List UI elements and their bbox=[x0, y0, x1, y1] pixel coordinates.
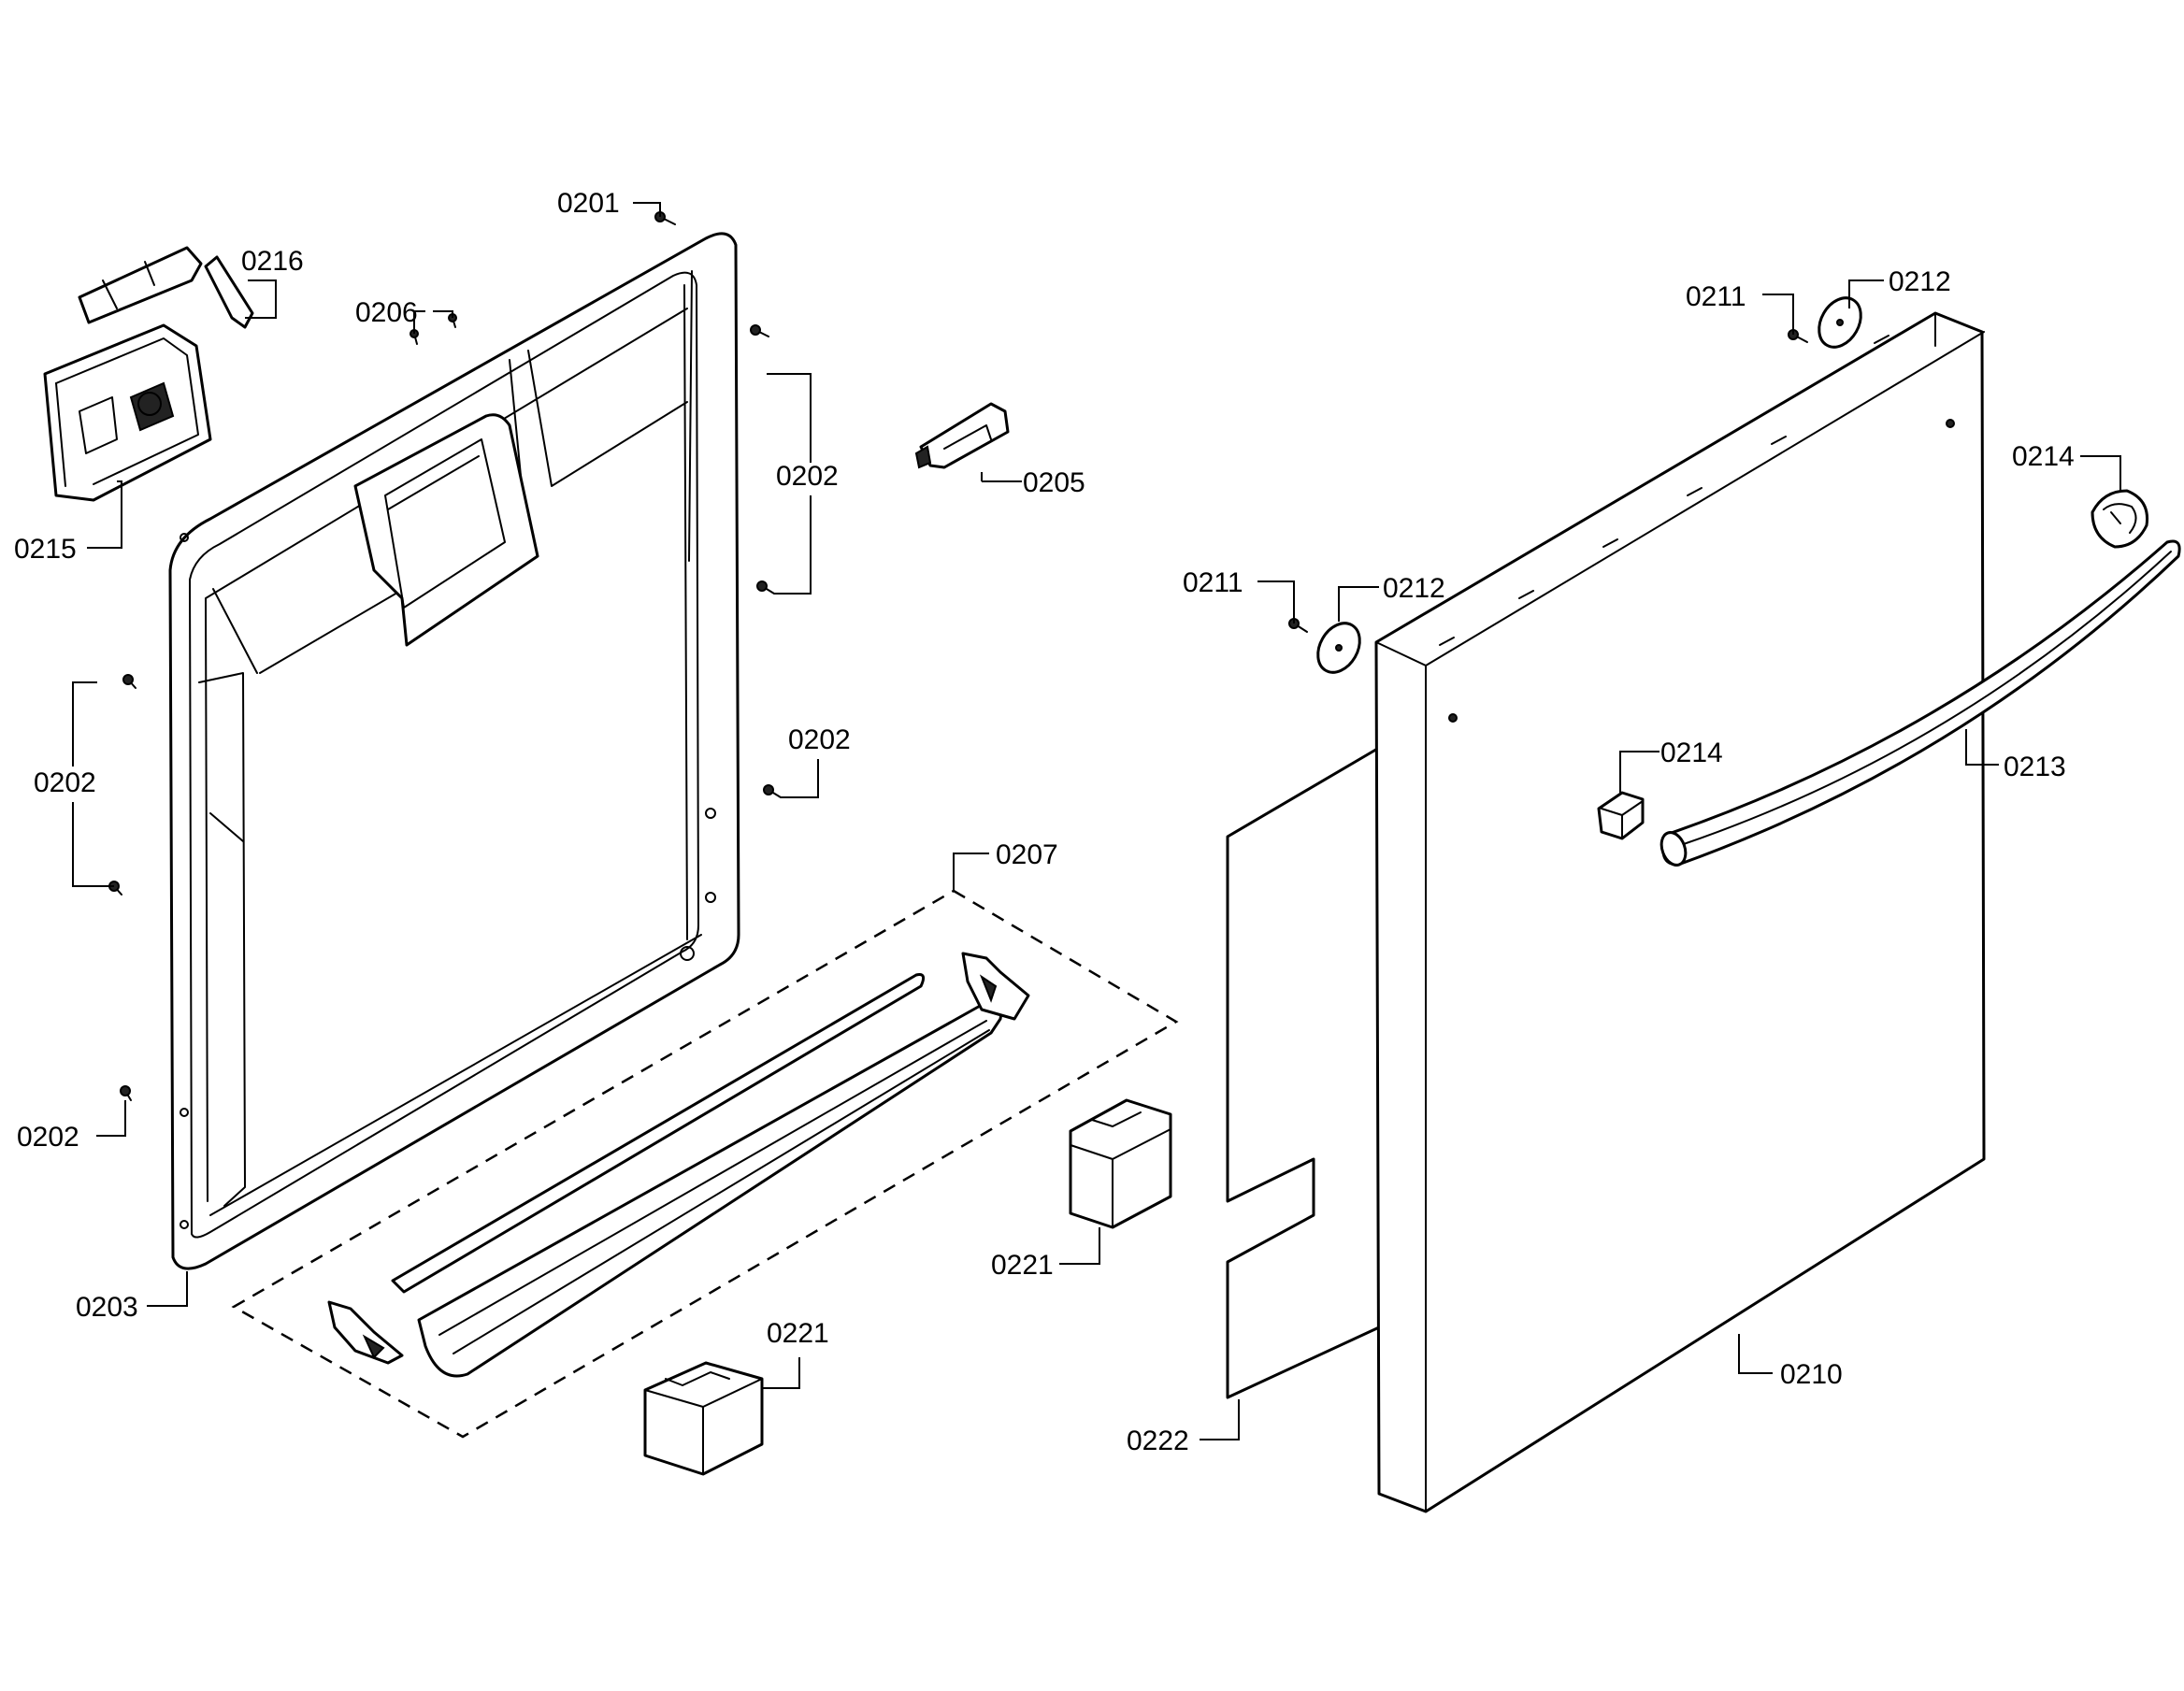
callout-0216: 0216 bbox=[241, 246, 304, 277]
callout-0202-right-top: 0202 bbox=[776, 461, 839, 492]
screw-0211-top bbox=[1788, 329, 1808, 343]
callout-0212-mid: 0212 bbox=[1383, 573, 1445, 604]
callout-0205: 0205 bbox=[1023, 467, 1085, 498]
callout-0211-mid: 0211 bbox=[1183, 567, 1243, 598]
screw-0206-b bbox=[448, 313, 457, 328]
spacer-block-bottom bbox=[643, 1361, 764, 1476]
latch-clip bbox=[914, 402, 1010, 469]
screw-0202-l3 bbox=[120, 1085, 132, 1101]
callout-0207: 0207 bbox=[996, 839, 1058, 870]
handle-end-cap-right bbox=[2091, 489, 2149, 549]
screw-0202-rm1 bbox=[756, 580, 775, 595]
callout-0202-bottom: 0202 bbox=[17, 1122, 79, 1153]
spacer-block-right bbox=[1069, 1098, 1172, 1229]
handle-end-cap-mid bbox=[1597, 791, 1645, 840]
callout-labels: 0201 0216 0206 0215 0202 0205 0202 0202 … bbox=[14, 188, 2075, 1456]
callout-0210: 0210 bbox=[1780, 1359, 1843, 1390]
screw-0202-rm2 bbox=[763, 784, 782, 798]
screw-0202-l2 bbox=[108, 881, 122, 896]
callout-0202-left: 0202 bbox=[34, 767, 96, 798]
hinge-kit bbox=[231, 889, 1179, 1439]
outer-door-panel bbox=[1374, 311, 1986, 1513]
inner-door-frame bbox=[168, 232, 740, 1270]
insulation-panel bbox=[1226, 746, 1381, 1399]
leader-lines bbox=[72, 202, 2121, 1440]
callout-0221-right: 0221 bbox=[991, 1250, 1054, 1281]
callout-0203: 0203 bbox=[76, 1292, 138, 1323]
door-handle-bar bbox=[1660, 539, 2181, 867]
screw-0201 bbox=[654, 211, 676, 225]
cap-0212-top bbox=[1818, 296, 1862, 349]
callout-0214-mid: 0214 bbox=[1660, 738, 1723, 768]
callout-0215: 0215 bbox=[14, 534, 77, 565]
callout-0202-right-mid: 0202 bbox=[788, 724, 851, 755]
dispenser-bracket bbox=[78, 246, 254, 329]
screw-0202-rt bbox=[750, 324, 769, 337]
callout-0211-top: 0211 bbox=[1686, 281, 1746, 312]
callout-0213: 0213 bbox=[2004, 752, 2066, 782]
callout-0214-right: 0214 bbox=[2012, 441, 2075, 472]
callout-0212-top: 0212 bbox=[1889, 266, 1951, 297]
cap-0212-mid bbox=[1316, 622, 1361, 674]
screw-0202-l1 bbox=[122, 674, 136, 689]
detergent-dispenser bbox=[43, 323, 212, 502]
callout-0221-bottom: 0221 bbox=[767, 1318, 829, 1349]
callout-0222: 0222 bbox=[1127, 1426, 1189, 1456]
screw-0211-mid bbox=[1288, 618, 1308, 633]
callout-0201: 0201 bbox=[557, 188, 620, 219]
callout-0206: 0206 bbox=[355, 297, 418, 328]
